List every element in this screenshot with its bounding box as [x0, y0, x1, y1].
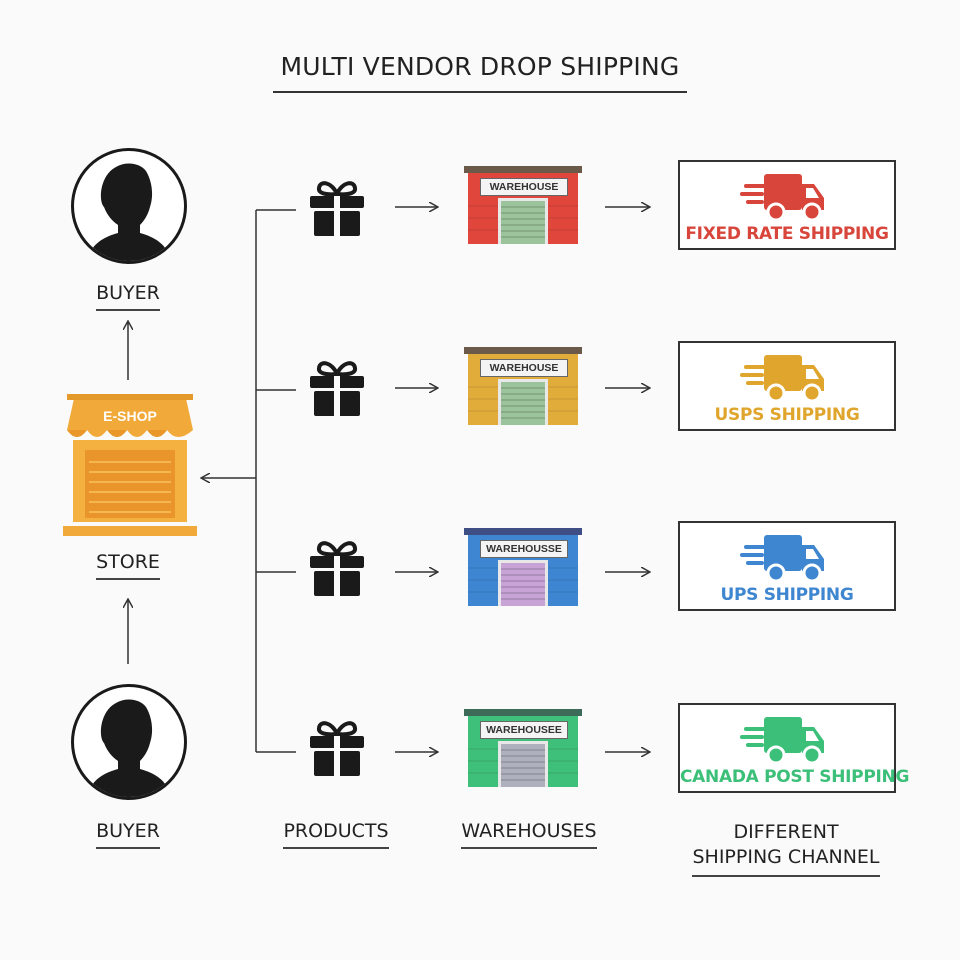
store-label: STORE	[68, 551, 188, 580]
products-column-label: PRODUCTS	[266, 820, 406, 849]
e-shop-store-icon: E-SHOP	[55, 390, 205, 540]
shipping-label-line1: DIFFERENT	[733, 821, 839, 843]
delivery-truck-icon	[740, 170, 826, 224]
shipping-channel-2-box: USPS SHIPPING	[678, 341, 896, 431]
shipping-channel-2-label: USPS SHIPPING	[714, 405, 860, 425]
warehouse-4-icon: WAREHOUSEE	[464, 709, 582, 787]
delivery-truck-icon	[740, 531, 826, 585]
shipping-channel-column-label: DIFFERENT SHIPPING CHANNEL	[656, 820, 916, 877]
gift-icon	[306, 720, 368, 778]
warehouse-3-icon: WAREHOUSSE	[464, 528, 582, 606]
gift-icon	[306, 360, 368, 418]
warehouses-column-label: WAREHOUSES	[444, 820, 614, 849]
warehouse-4-sign: WAREHOUSEE	[480, 721, 568, 739]
e-shop-sign: E-SHOP	[103, 408, 157, 424]
diagram-title: MULTI VENDOR DROP SHIPPING	[0, 52, 960, 93]
warehouse-1-sign: WAREHOUSE	[480, 178, 568, 196]
shipping-channel-4-box: CANADA POST SHIPPING	[678, 703, 910, 793]
buyer-top-label: BUYER	[68, 282, 188, 311]
gift-icon	[306, 180, 368, 238]
warehouse-2-icon: WAREHOUSE	[464, 347, 582, 425]
title-text: MULTI VENDOR DROP SHIPPING	[272, 52, 688, 93]
warehouse-2-sign: WAREHOUSE	[480, 359, 568, 377]
gift-icon	[306, 540, 368, 598]
shipping-channel-1-box: FIXED RATE SHIPPING	[678, 160, 896, 250]
buyer-bottom-avatar-icon	[71, 684, 187, 800]
shipping-channel-3-box: UPS SHIPPING	[678, 521, 896, 611]
shipping-channel-3-label: UPS SHIPPING	[720, 585, 854, 605]
shipping-label-line2: SHIPPING CHANNEL	[692, 845, 880, 877]
shipping-channel-4-label: CANADA POST SHIPPING	[680, 767, 910, 787]
buyer-bottom-label: BUYER	[68, 820, 188, 849]
delivery-truck-icon	[740, 713, 826, 767]
shipping-channel-1-label: FIXED RATE SHIPPING	[685, 224, 889, 244]
buyer-top-avatar-icon	[71, 148, 187, 264]
warehouse-3-sign: WAREHOUSSE	[480, 540, 568, 558]
delivery-truck-icon	[740, 351, 826, 405]
warehouse-1-icon: WAREHOUSE	[464, 166, 582, 244]
